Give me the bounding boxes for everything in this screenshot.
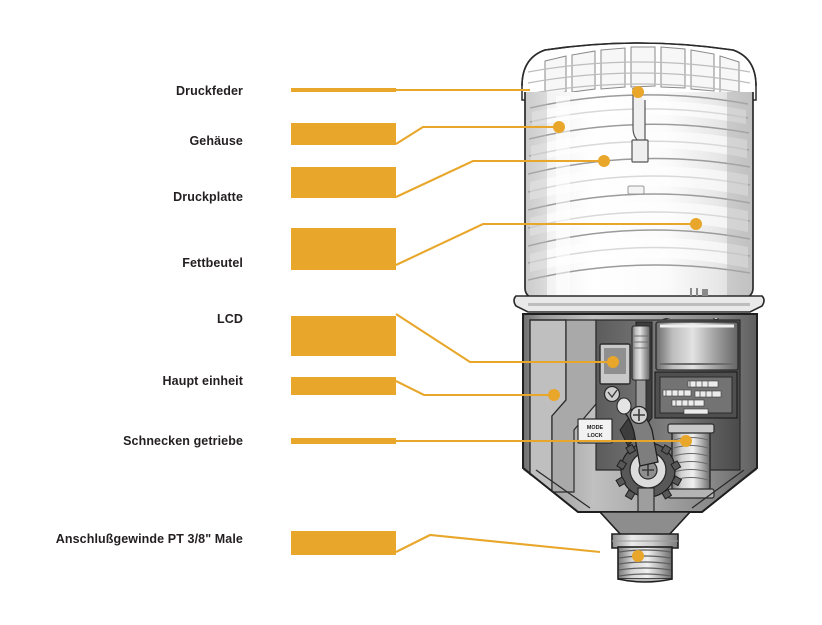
mode-lock-line1: MODE <box>587 425 604 431</box>
device-clear-housing <box>524 88 754 300</box>
callout-bar-haupt-einheit <box>291 377 396 395</box>
worm-gear <box>667 423 715 499</box>
device-top-cap <box>521 42 757 101</box>
callout-bar-lcd <box>291 316 396 356</box>
device-flange <box>513 288 765 313</box>
callout-label-gehaeuse: Gehäuse <box>189 134 243 148</box>
callout-label-anschlussgewinde: Anschlußgewinde PT 3/8" Male <box>55 532 243 546</box>
callout-bar-schnecken-getriebe <box>291 438 396 444</box>
callout-label-lcd: LCD <box>217 312 243 326</box>
battery-cylinder <box>631 325 651 415</box>
callout-label-fettbeutel: Fettbeutel <box>182 256 243 270</box>
device-outlet-thread <box>598 511 692 583</box>
callout-label-haupt-einheit: Haupt einheit <box>162 374 243 388</box>
mode-lock-line2: LOCK <box>587 433 602 439</box>
motor-block <box>655 318 739 371</box>
callout-bar-druckfeder <box>291 88 396 92</box>
callout-bar-gehaeuse <box>291 123 396 145</box>
callout-bar-anschlussgewinde <box>291 531 396 555</box>
circuit-board <box>654 371 738 419</box>
callout-label-schnecken-getriebe: Schnecken getriebe <box>123 434 243 448</box>
callout-bar-fettbeutel <box>291 228 396 270</box>
piston-rod <box>631 88 649 163</box>
callout-label-druckplatte: Druckplatte <box>173 190 243 204</box>
device-main-unit: MODE LOCK <box>522 313 758 513</box>
callout-bar-druckplatte <box>291 167 396 198</box>
mode-lock-plate: MODE LOCK <box>577 418 613 444</box>
callout-label-druckfeder: Druckfeder <box>176 84 243 98</box>
drive-gear <box>615 439 683 504</box>
